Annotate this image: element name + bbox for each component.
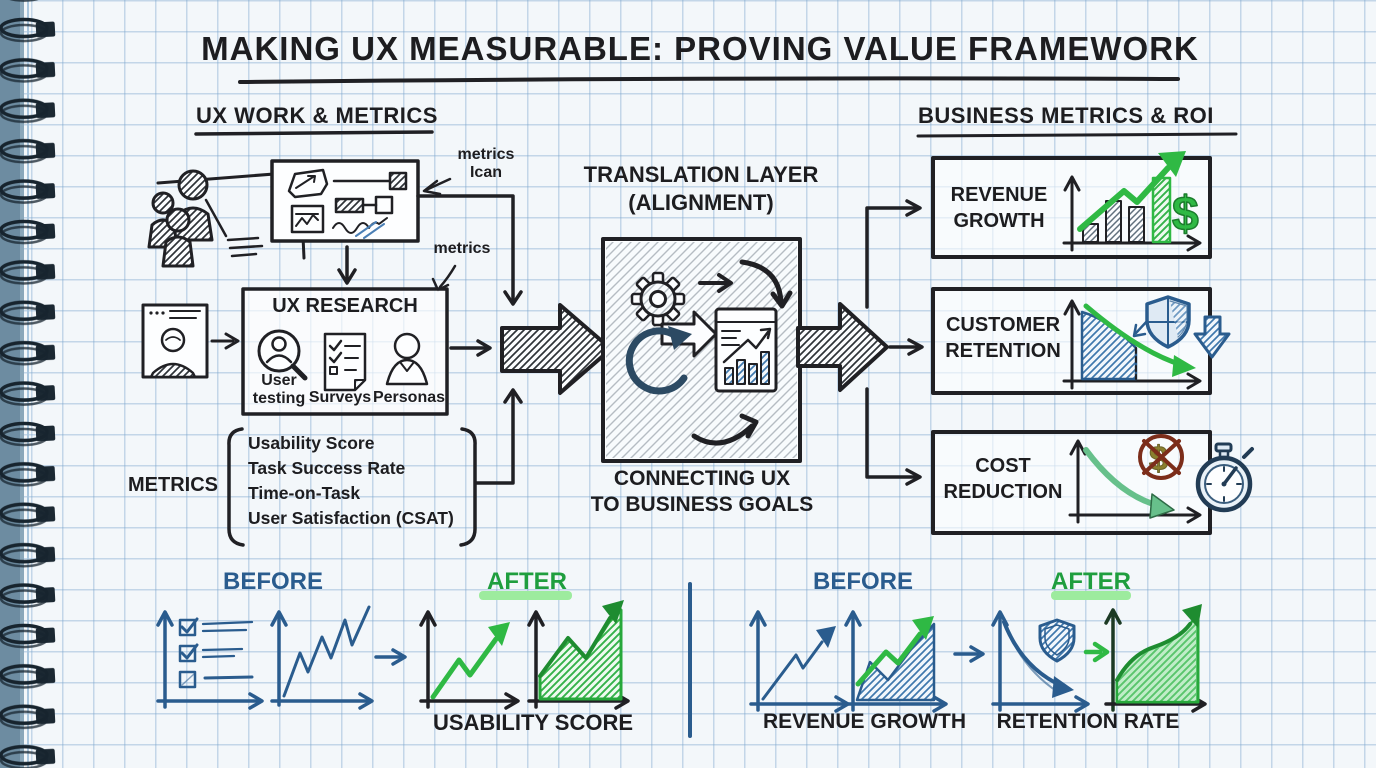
cycle-arrow-icon bbox=[625, 326, 692, 395]
gear-icon bbox=[630, 271, 686, 327]
no-dollar-icon: $ bbox=[1138, 434, 1184, 480]
arrow-before-after-right bbox=[953, 645, 985, 663]
retention-decline-sketch bbox=[991, 610, 1090, 713]
stopwatch-icon bbox=[1195, 442, 1254, 513]
arrow-metrics-icon-note bbox=[422, 177, 452, 196]
revenue-growth-box: $ bbox=[931, 151, 1212, 259]
cost-reduction-chart bbox=[1068, 439, 1202, 524]
right-header-underline bbox=[916, 132, 1238, 138]
metrics-dashboard-sketch bbox=[270, 159, 420, 243]
before-revenue-area-sketch bbox=[844, 610, 948, 713]
spiral-coils bbox=[0, 0, 58, 768]
branch-arrows bbox=[865, 199, 924, 486]
ux-research-box bbox=[241, 287, 449, 416]
after-line-chart-sketch bbox=[419, 610, 520, 710]
retention-chart bbox=[1062, 299, 1202, 390]
cost-reduction-box: $ bbox=[931, 430, 1254, 535]
dollar-icon: $ bbox=[1172, 188, 1199, 241]
curve-arrow-icon bbox=[739, 259, 793, 309]
before-checklist-sketch bbox=[156, 610, 264, 710]
team-presentation-sketch bbox=[147, 169, 306, 268]
arrow-metrics-to-research bbox=[337, 245, 357, 285]
user-testing-icon bbox=[257, 329, 308, 381]
revenue-growth-chart bbox=[1062, 151, 1202, 252]
shield-icon bbox=[1145, 295, 1191, 349]
shield-small-icon bbox=[1038, 618, 1076, 663]
user-card-sketch bbox=[141, 303, 209, 379]
arrow-metrics-note bbox=[431, 264, 457, 292]
flow-arrow-right bbox=[796, 302, 889, 392]
customer-retention-box bbox=[931, 287, 1231, 395]
persona-icon bbox=[385, 332, 429, 386]
survey-checklist-icon bbox=[323, 332, 367, 392]
notebook-binding bbox=[0, 0, 58, 768]
arrow-green-to-after bbox=[1083, 641, 1110, 663]
arrow-card-to-research bbox=[210, 332, 240, 350]
elbow-metrics-to-flow bbox=[416, 194, 523, 306]
down-arrow-icon bbox=[1193, 315, 1231, 359]
after-area-chart-sketch bbox=[527, 600, 630, 710]
dashboard-chart-icon bbox=[714, 307, 778, 393]
metrics-bracket bbox=[227, 388, 523, 547]
left-header-underline bbox=[194, 130, 434, 136]
flow-step-arrow-icon bbox=[698, 273, 733, 293]
arrow-before-after-left bbox=[374, 648, 407, 666]
before-line-chart-sketch bbox=[270, 605, 374, 710]
arrow-research-to-flow bbox=[449, 339, 492, 357]
before-revenue-line-sketch bbox=[749, 610, 850, 713]
translation-layer-box bbox=[601, 237, 802, 463]
flow-arrow-left bbox=[500, 303, 613, 395]
bottom-curve-arrow-icon bbox=[691, 413, 759, 446]
title-underline bbox=[238, 76, 1180, 84]
after-retention-area-sketch bbox=[1104, 604, 1207, 713]
